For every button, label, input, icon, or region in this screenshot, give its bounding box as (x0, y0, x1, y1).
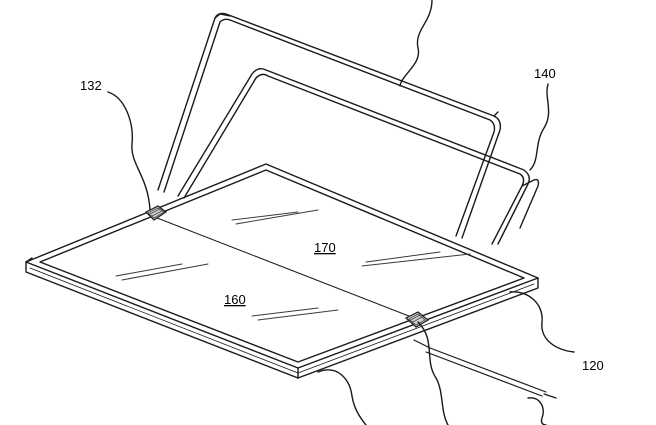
label-120: 120 (582, 358, 604, 373)
back-panel (157, 12, 540, 245)
label-140: 140 (534, 66, 556, 81)
label-170: 170 (314, 240, 336, 255)
leader-140 (529, 83, 550, 171)
hinge-blocks (144, 205, 430, 328)
leader-bottom-right (527, 397, 547, 425)
leader-bottom-left (317, 369, 367, 425)
leader-132 (107, 91, 151, 211)
leader-top (399, 0, 433, 87)
label-160: 160 (224, 292, 246, 307)
upper-hinge (144, 205, 168, 221)
label-132: 132 (80, 78, 102, 93)
leader-120 (509, 291, 575, 353)
lower-hinge (404, 311, 430, 328)
base-panel (25, 163, 539, 379)
leader-lines (107, 0, 575, 425)
reference-labels: 132 140 170 160 120 (80, 66, 604, 373)
leader-bottom-middle (417, 321, 449, 425)
hatch-marks (115, 209, 471, 321)
stylus (413, 339, 557, 399)
